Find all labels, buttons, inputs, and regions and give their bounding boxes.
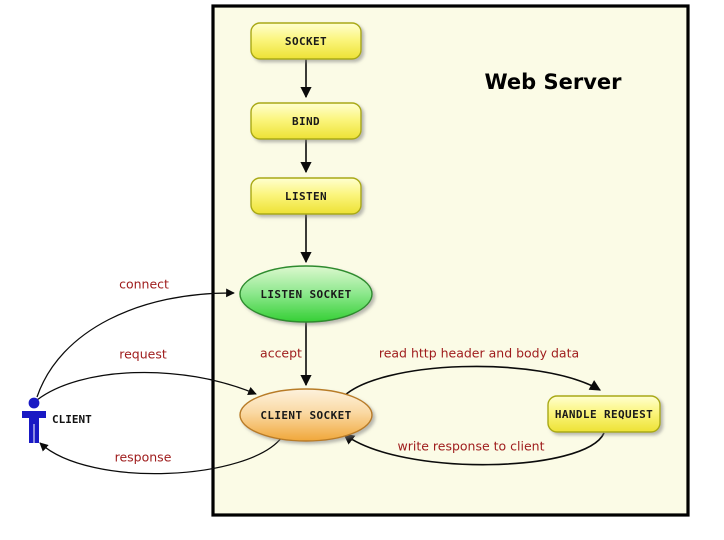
client-actor-icon[interactable] (22, 397, 46, 443)
node-listen[interactable]: LISTEN (250, 177, 362, 215)
node-handle-request[interactable]: HANDLE REQUEST (547, 395, 661, 433)
node-bind[interactable]: BIND (250, 102, 362, 140)
node-client-socket[interactable]: CLIENT SOCKET (239, 388, 373, 442)
node-client-socket-label: CLIENT SOCKET (260, 409, 351, 422)
node-handle-request-label: HANDLE REQUEST (555, 408, 653, 421)
edge-label-accept: accept (260, 346, 302, 361)
edge-label-write-response: write response to client (397, 439, 544, 454)
edge-label-read-http: read http header and body data (379, 346, 579, 361)
edge-write-response: write response to client (343, 432, 605, 466)
edge-label-request: request (119, 347, 167, 362)
edge-response: response (39, 436, 283, 475)
node-listen-socket-label: LISTEN SOCKET (260, 288, 351, 301)
web-server-title: Web Server (484, 70, 622, 94)
edge-label-connect: connect (119, 277, 169, 292)
edge-read-http: read http header and body data (341, 346, 601, 399)
node-socket[interactable]: SOCKET (250, 22, 362, 60)
client-actor-label: CLIENT (52, 413, 92, 426)
edge-label-response: response (115, 450, 172, 465)
edge-request: request (36, 347, 257, 401)
node-listen-socket[interactable]: LISTEN SOCKET (239, 265, 373, 323)
edge-connect: connect (36, 277, 235, 398)
node-bind-label: BIND (292, 115, 320, 128)
node-listen-label: LISTEN (285, 190, 327, 203)
edge-listen-socket-to-client-socket: accept (260, 322, 312, 387)
node-socket-label: SOCKET (285, 35, 327, 48)
